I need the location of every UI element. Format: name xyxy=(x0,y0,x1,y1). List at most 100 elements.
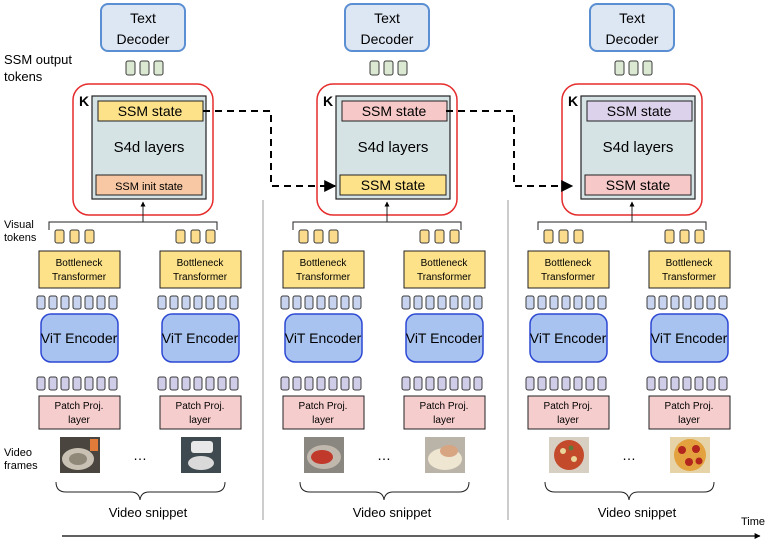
token xyxy=(561,295,571,310)
bottleneck-transformer-box xyxy=(648,250,731,289)
token xyxy=(54,229,65,244)
visual-token-bracket xyxy=(292,221,462,230)
token xyxy=(48,295,58,310)
vit-encoder-label: ViT Encoder xyxy=(651,330,728,346)
bottleneck-label: Transformer xyxy=(662,272,717,283)
token xyxy=(413,295,423,310)
token xyxy=(682,295,692,310)
token xyxy=(139,60,150,76)
left-label-video-frames: Video frames xyxy=(4,447,38,473)
state-pass-arrow xyxy=(203,110,337,192)
patch-proj-label: layer xyxy=(557,415,579,426)
visual-token-bracket xyxy=(48,221,218,230)
left-label-line: SSM output xyxy=(4,52,72,67)
token xyxy=(369,60,380,76)
token xyxy=(646,295,656,310)
pepperoni xyxy=(692,445,700,453)
token xyxy=(280,376,290,391)
token xyxy=(449,376,459,391)
topping xyxy=(571,456,577,462)
token xyxy=(108,376,118,391)
token xyxy=(537,376,547,391)
token xyxy=(549,295,559,310)
ssm-state-bottom-label: SSM state xyxy=(606,177,671,193)
token xyxy=(694,229,705,244)
left-label-line: Visual xyxy=(4,219,34,231)
token xyxy=(449,295,459,310)
token xyxy=(413,376,423,391)
token xyxy=(573,376,583,391)
token xyxy=(706,295,716,310)
token xyxy=(280,295,290,310)
snippet-brace xyxy=(299,481,470,501)
ssm-state-bottom-label: SSM state xyxy=(361,177,426,193)
patch-proj-box xyxy=(403,395,486,430)
token xyxy=(328,376,338,391)
token xyxy=(304,295,314,310)
vit-encoder-box xyxy=(284,313,363,363)
token xyxy=(157,376,167,391)
patch-proj-label: layer xyxy=(312,415,334,426)
token xyxy=(229,376,239,391)
token xyxy=(292,295,302,310)
token xyxy=(169,295,179,310)
ssm-state-bottom-label: SSM init state xyxy=(115,181,183,193)
s4d-label: S4d layers xyxy=(114,139,185,156)
patch-proj-box xyxy=(159,395,242,430)
ssm-state-top xyxy=(586,100,693,122)
token xyxy=(658,376,668,391)
video-frame-thumbnail xyxy=(181,437,221,473)
vit-encoder-label: ViT Encoder xyxy=(530,330,607,346)
left-label-line: Video xyxy=(4,447,32,459)
video-frame-thumbnail xyxy=(425,437,465,473)
patch-proj-label: layer xyxy=(189,415,211,426)
text-decoder-label: Decoder xyxy=(606,31,659,47)
patch-proj-label: Patch Proj. xyxy=(544,401,593,412)
token xyxy=(352,295,362,310)
token xyxy=(718,376,728,391)
text-decoder-label: Decoder xyxy=(361,31,414,47)
vit-encoder-box xyxy=(40,313,119,363)
token xyxy=(48,376,58,391)
text-decoder-box xyxy=(100,3,186,52)
bottleneck-transformer-box xyxy=(403,250,486,289)
token xyxy=(72,295,82,310)
vit-encoder-label: ViT Encoder xyxy=(285,330,362,346)
token xyxy=(153,60,164,76)
patch-proj-label: Patch Proj. xyxy=(420,401,469,412)
token xyxy=(525,376,535,391)
token xyxy=(60,295,70,310)
token xyxy=(84,376,94,391)
patch-proj-label: layer xyxy=(678,415,700,426)
patch-proj-label: Patch Proj. xyxy=(55,401,104,412)
time-axis: Time xyxy=(62,516,765,539)
token xyxy=(597,295,607,310)
token xyxy=(217,295,227,310)
token xyxy=(193,376,203,391)
token xyxy=(36,376,46,391)
frames-ellipsis: … xyxy=(133,447,147,463)
token xyxy=(157,295,167,310)
token xyxy=(473,376,483,391)
pepperoni xyxy=(678,446,686,454)
bottleneck-label: Bottleneck xyxy=(421,258,469,269)
text-decoder-label: Text xyxy=(130,10,156,26)
token xyxy=(646,376,656,391)
text-decoder-box xyxy=(344,3,430,52)
token xyxy=(316,295,326,310)
token xyxy=(670,376,680,391)
pizza xyxy=(674,439,706,471)
token xyxy=(205,376,215,391)
token xyxy=(461,295,471,310)
token xyxy=(205,295,215,310)
bottleneck-transformer-box xyxy=(282,250,365,289)
token xyxy=(573,295,583,310)
pepperoni xyxy=(685,458,693,466)
token xyxy=(718,295,728,310)
pepperoni xyxy=(695,457,703,465)
vit-encoder-label: ViT Encoder xyxy=(41,330,118,346)
vit-encoder-box xyxy=(650,313,729,363)
